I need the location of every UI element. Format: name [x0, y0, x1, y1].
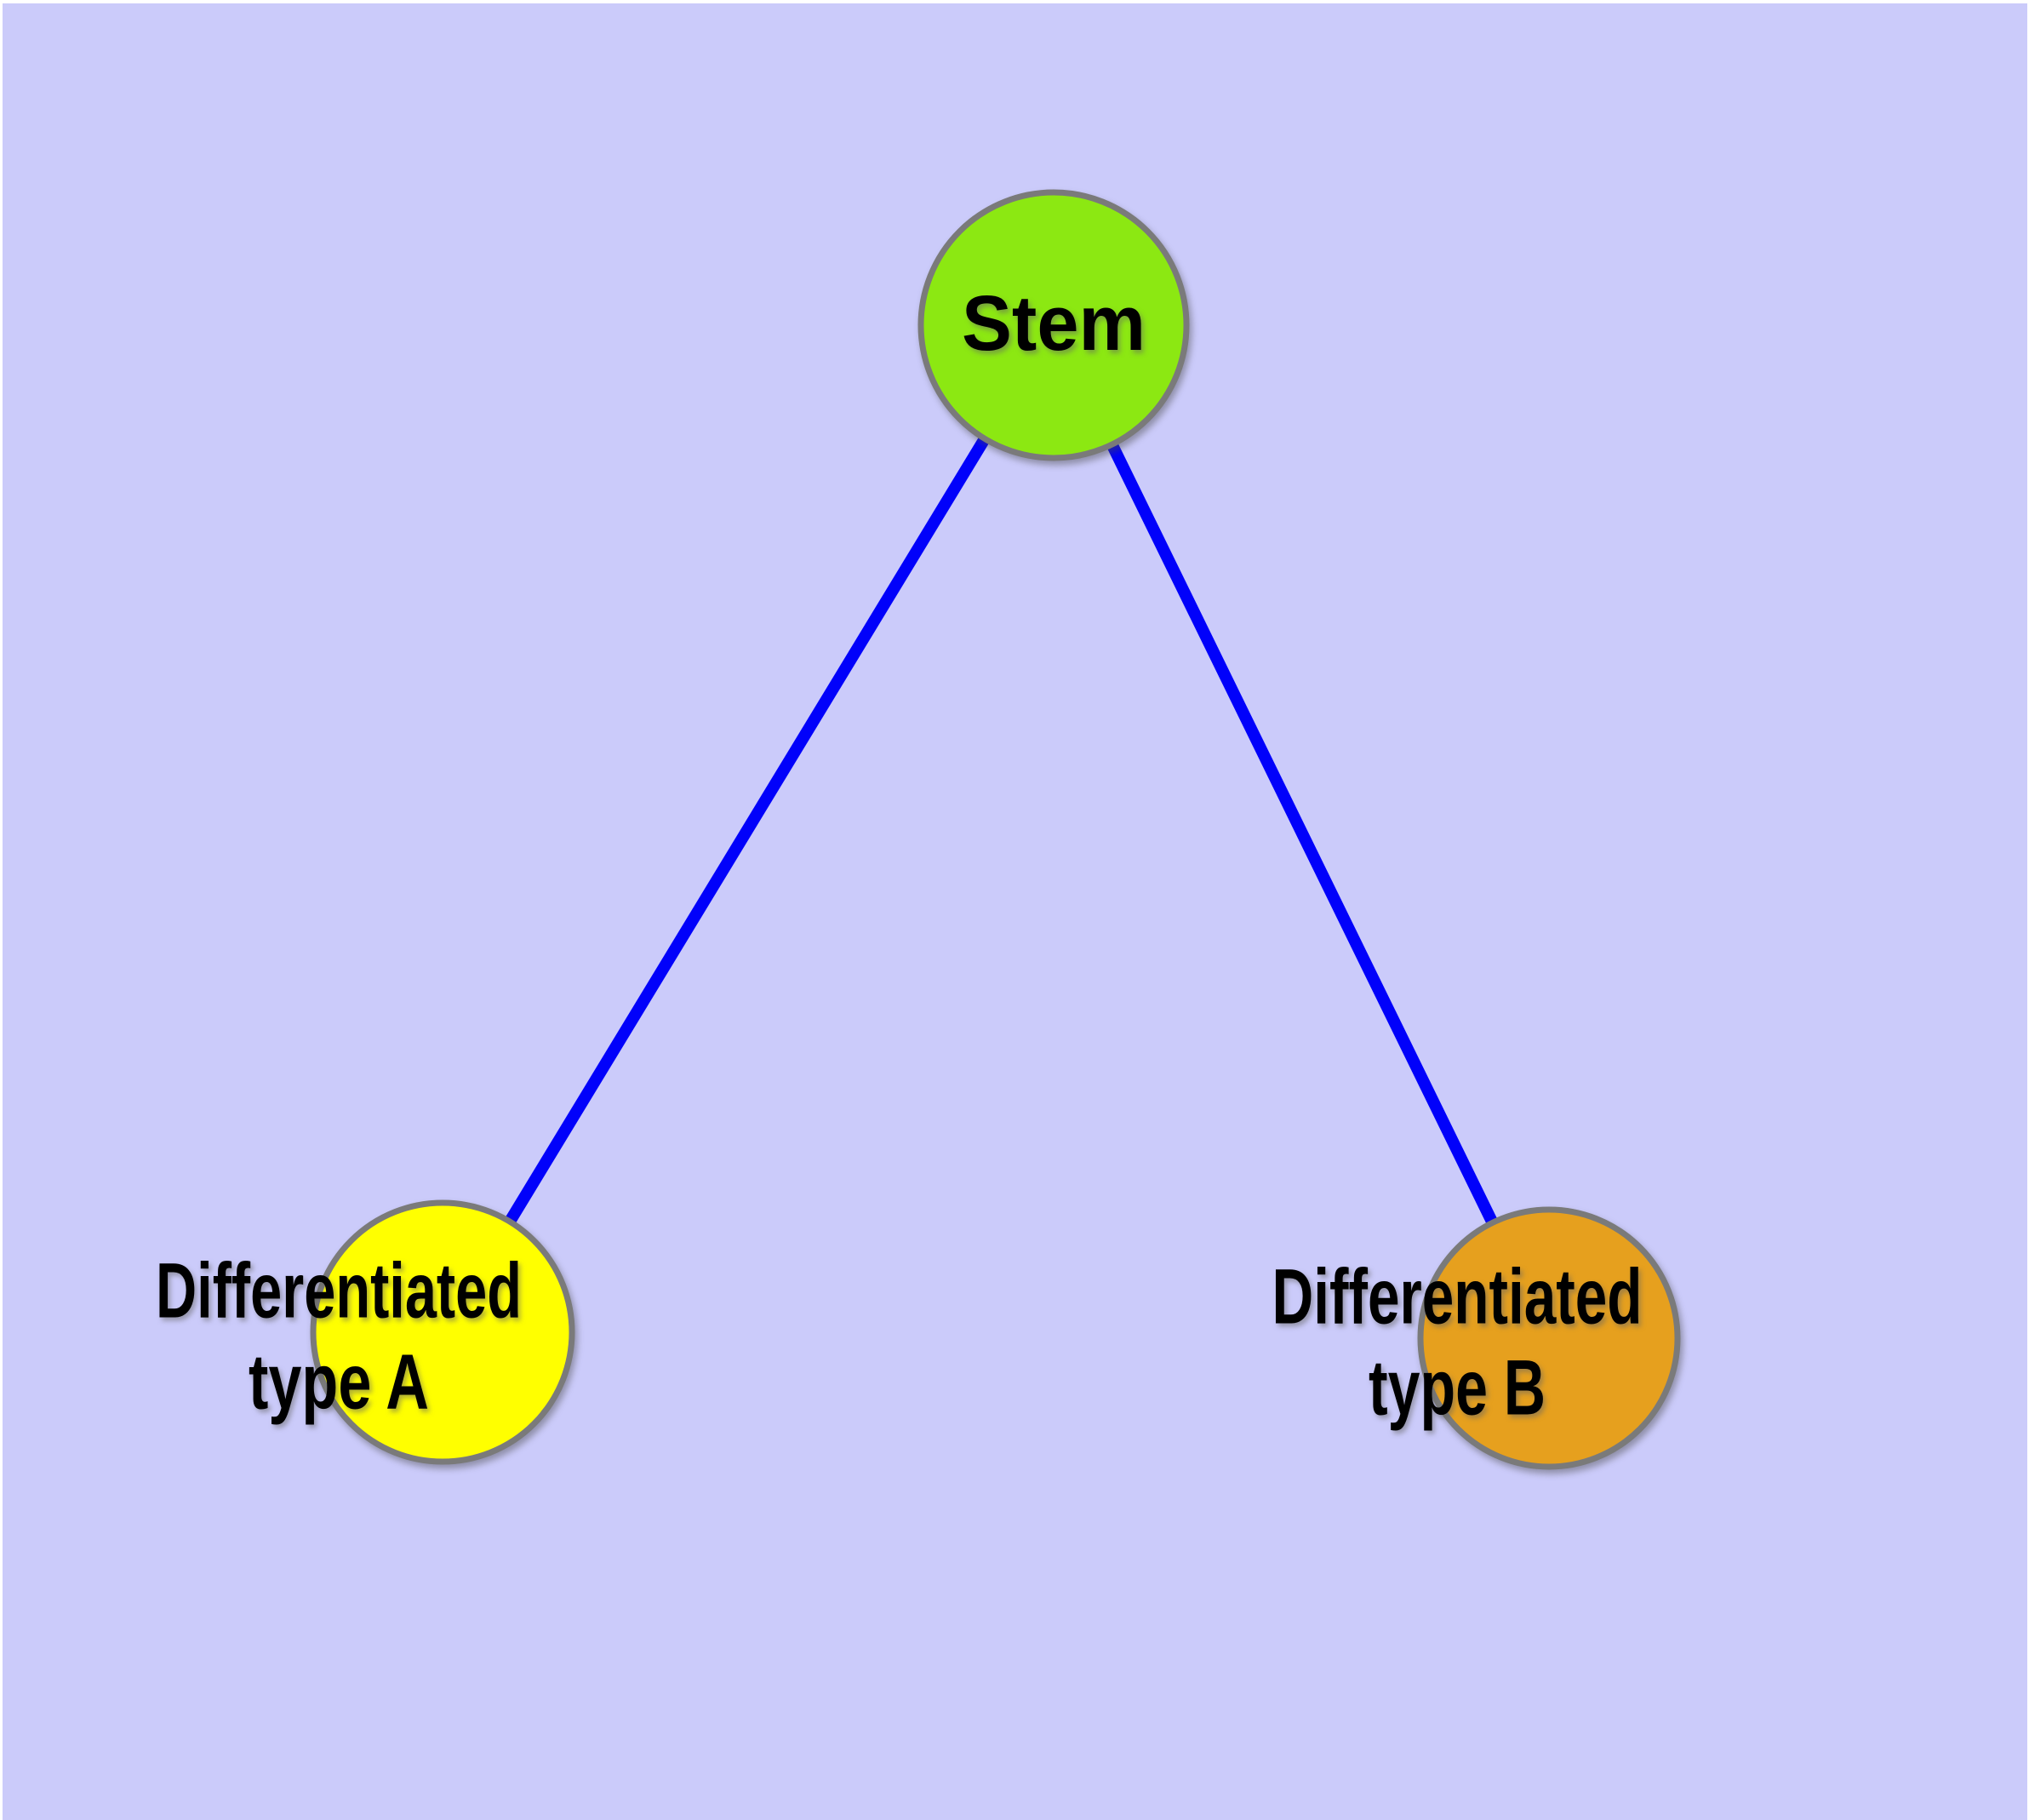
edges-layer	[437, 322, 1555, 1342]
node-stem-label-line1: Stem	[962, 280, 1146, 367]
node-differentiated-type-a-circle	[310, 1199, 575, 1465]
node-differentiated-type-b-circle	[1417, 1206, 1681, 1470]
node-stem-circle	[917, 189, 1190, 461]
nodes-layer	[310, 189, 1681, 1470]
node-differentiated-type-b-label-line1: Differentiated	[1272, 1254, 1643, 1341]
node-differentiated-type-a-label-line2: type A	[249, 1339, 429, 1426]
edge-stem-to-differentiated-type-b	[1048, 322, 1555, 1342]
node-differentiated-type-a-label-line1: Differentiated	[156, 1248, 522, 1335]
edge-stem-to-differentiated-type-a	[437, 322, 1059, 1336]
node-differentiated-type-b-label-line2: type B	[1369, 1345, 1546, 1432]
